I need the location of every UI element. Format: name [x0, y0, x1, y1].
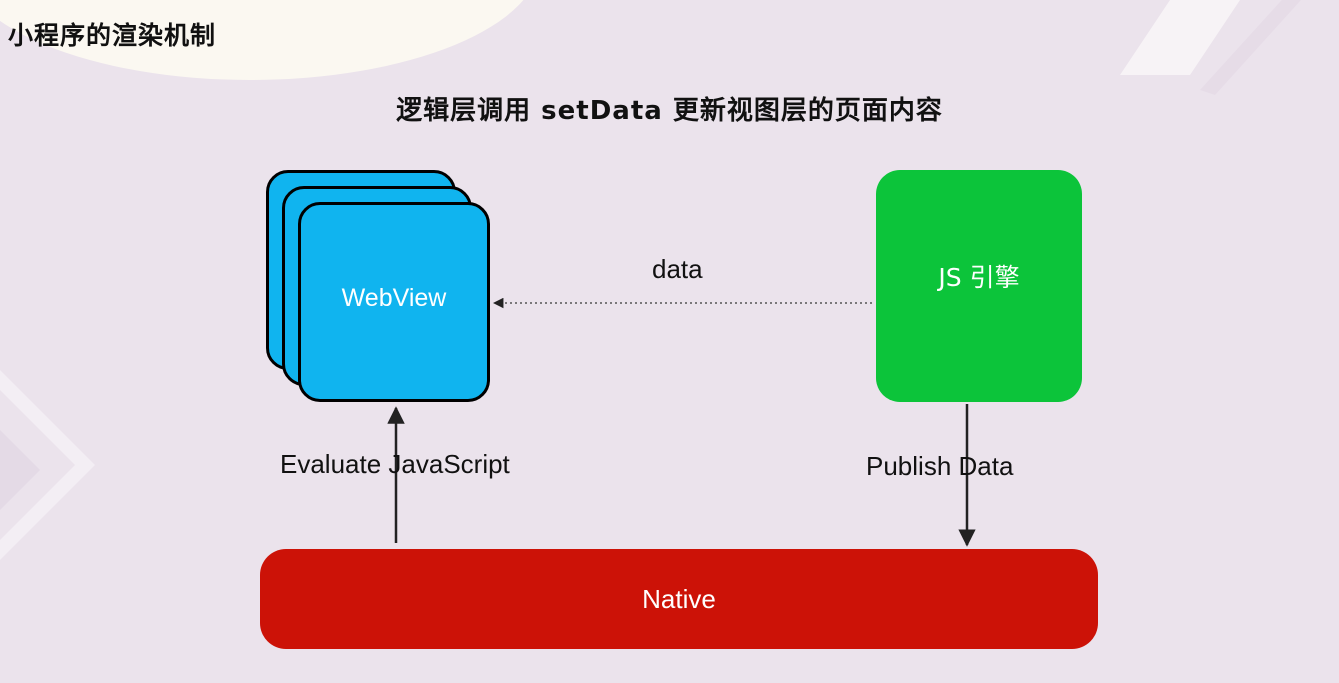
- slide-title: 小程序的渲染机制: [8, 21, 217, 50]
- webview-node: WebView: [298, 202, 490, 402]
- data-edge-label: data: [652, 254, 703, 284]
- evaluate-javascript-label: Evaluate JavaScript: [280, 449, 510, 479]
- js-engine-node: JS 引擎: [876, 170, 1082, 402]
- native-label: Native: [642, 583, 716, 614]
- webview-label: WebView: [341, 283, 447, 312]
- publish-data-label: Publish Data: [866, 451, 1014, 481]
- js-engine-label: JS 引擎: [938, 263, 1020, 292]
- slide-subtitle: 逻辑层调用 setData 更新视图层的页面内容: [396, 96, 943, 126]
- native-node: Native: [260, 549, 1098, 649]
